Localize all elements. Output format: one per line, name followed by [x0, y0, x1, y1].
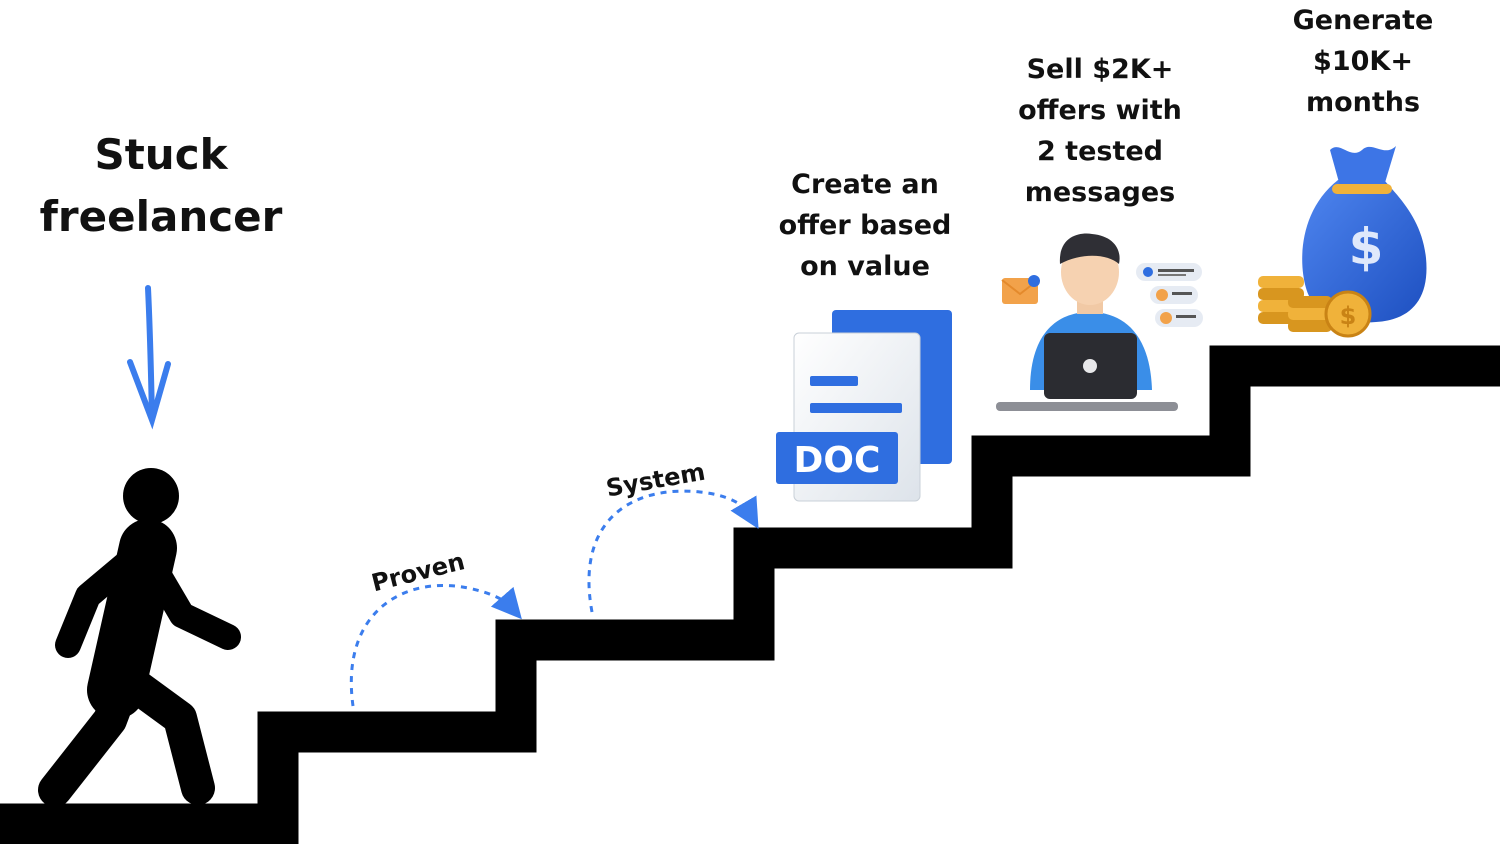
step-create-offer-line2: offer based — [778, 210, 952, 241]
walking-person-icon — [38, 468, 241, 807]
step-generate-label: Generate $10K+ months — [1268, 0, 1458, 123]
step-sell-offers-label: Sell $2K+ offers with 2 tested messages — [1000, 49, 1200, 213]
step-sell-offers-line1: Sell $2K+ — [1026, 54, 1174, 85]
doc-file-label: DOC — [794, 440, 881, 481]
coin-dollar-mark: $ — [1340, 302, 1357, 330]
person-at-laptop-icon — [996, 233, 1203, 411]
start-label: Stuck freelancer — [20, 124, 302, 248]
money-bag-icon: $ $ — [1258, 146, 1427, 338]
step-sell-offers-line2: offers with — [1018, 95, 1182, 126]
down-arrow-icon — [127, 285, 171, 430]
system-arc — [587, 489, 759, 613]
step-create-offer-label: Create an offer based on value — [765, 164, 965, 287]
system-label: System — [604, 458, 707, 503]
start-label-line1: Stuck — [94, 130, 228, 179]
doc-file-icon: DOC — [776, 310, 952, 502]
proven-arc — [349, 583, 522, 707]
step-generate-line1: Generate — [1292, 5, 1434, 36]
step-generate-line3: months — [1305, 87, 1421, 118]
staircase — [0, 345, 1500, 844]
step-generate-line2: $10K+ — [1313, 46, 1413, 77]
step-create-offer-line3: on value — [800, 251, 930, 282]
step-create-offer-line1: Create an — [791, 169, 939, 200]
start-label-line2: freelancer — [39, 192, 283, 241]
step-sell-offers-line3: 2 tested — [1036, 136, 1164, 167]
dollar-sign-label: $ — [1349, 218, 1384, 276]
step-sell-offers-line4: messages — [1024, 177, 1176, 208]
